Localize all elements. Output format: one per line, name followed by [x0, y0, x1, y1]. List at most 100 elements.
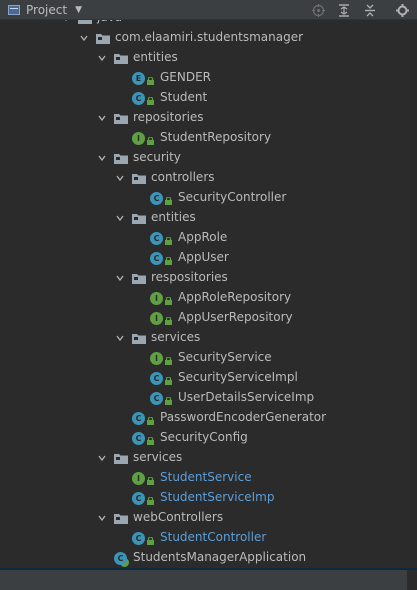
lock-icon [147, 134, 154, 145]
class-icon: C [132, 532, 145, 545]
tree-node-label: respositories [151, 270, 228, 284]
tree-item-label: SecurityController [178, 190, 287, 204]
package-icon [114, 113, 128, 124]
tree-item-interface[interactable]: I StudentRepository [0, 128, 417, 148]
class-icon: C [150, 252, 163, 265]
chevron-down-icon[interactable] [96, 512, 108, 524]
package-icon [132, 273, 146, 284]
tree-node-package[interactable]: com.elaamiri.studentsmanager [0, 28, 417, 48]
tree-item-label: AppRoleRepository [178, 290, 292, 304]
lock-icon [165, 254, 172, 265]
tree-item-label: StudentRepository [160, 130, 272, 144]
tree-node-label: services [151, 330, 201, 344]
class-icon: C [150, 392, 163, 405]
collapse-all-icon[interactable] [362, 2, 378, 18]
package-icon [114, 453, 128, 464]
tree-node-package[interactable]: services [0, 328, 417, 348]
lock-icon [165, 354, 172, 365]
chevron-down-icon[interactable] [60, 20, 72, 24]
tree-node-package[interactable]: services [0, 448, 417, 468]
tree-node-label: entities [133, 50, 178, 64]
lock-icon [147, 434, 154, 445]
chevron-down-icon[interactable] [96, 452, 108, 464]
spring-boot-app-icon: C [114, 552, 127, 565]
lock-icon [147, 474, 154, 485]
lock-icon [147, 74, 154, 85]
tree-item-interface[interactable]: I AppRoleRepository [0, 288, 417, 308]
package-icon [132, 213, 146, 224]
chevron-down-icon[interactable] [96, 52, 108, 64]
package-icon [96, 33, 110, 44]
tree-item-class[interactable]: C SecurityController [0, 188, 417, 208]
lock-icon [165, 294, 172, 305]
lock-icon [147, 94, 154, 105]
tree-item-interface[interactable]: I SecurityService [0, 348, 417, 368]
tree-item-label: StudentServiceImp [160, 490, 275, 504]
chevron-down-icon[interactable] [114, 172, 126, 184]
tree-item-label: UserDetailsServiceImp [178, 390, 315, 404]
tree-item-class[interactable]: C AppUser [0, 248, 417, 268]
tree-node-label: webControllers [133, 510, 224, 524]
target-icon[interactable] [310, 2, 326, 18]
chevron-down-icon[interactable] [96, 112, 108, 124]
project-panel-header: Project ▼ [0, 0, 417, 20]
expand-all-icon[interactable] [336, 2, 352, 18]
tree-node-package[interactable]: entities [0, 48, 417, 68]
horizontal-scrollbar[interactable] [0, 570, 407, 590]
interface-icon: I [150, 352, 163, 365]
tree-node-folder[interactable]: java [0, 20, 417, 28]
lock-icon [165, 314, 172, 325]
tree-node-package[interactable]: repositories [0, 108, 417, 128]
lock-icon [147, 534, 154, 545]
project-icon [8, 4, 20, 15]
lock-icon [165, 194, 172, 205]
interface-icon: I [150, 292, 163, 305]
tree-node-resources[interactable]: resources [0, 568, 417, 570]
class-icon: C [132, 432, 145, 445]
tree-item-label: AppUser [178, 250, 229, 264]
enum-icon: E [132, 72, 145, 85]
lock-icon [165, 374, 172, 385]
tree-node-label: java [97, 20, 122, 24]
class-icon: C [132, 412, 145, 425]
tree-item-label: StudentsManagerApplication [133, 550, 307, 564]
lock-icon [165, 234, 172, 245]
chevron-down-icon[interactable] [114, 272, 126, 284]
tree-node-package[interactable]: security [0, 148, 417, 168]
tree-node-label: entities [151, 210, 196, 224]
package-icon [114, 513, 128, 524]
tree-node-package[interactable]: entities [0, 208, 417, 228]
tree-item-label: SecurityService [178, 350, 272, 364]
tree-node-package[interactable]: controllers [0, 168, 417, 188]
tree-node-package[interactable]: webControllers [0, 508, 417, 528]
tree-node-package[interactable]: respositories [0, 268, 417, 288]
gear-icon[interactable] [394, 2, 410, 18]
panel-title[interactable]: Project [26, 2, 68, 17]
class-icon: C [132, 92, 145, 105]
package-icon [114, 153, 128, 164]
interface-icon: I [132, 132, 145, 145]
chevron-down-icon[interactable] [96, 152, 108, 164]
tree-item-class[interactable]: C UserDetailsServiceImp [0, 388, 417, 408]
tree-item-label: AppUserRepository [178, 310, 293, 324]
chevron-down-icon[interactable] [114, 332, 126, 344]
tree-item-app[interactable]: C StudentsManagerApplication [0, 548, 417, 568]
interface-icon: I [132, 472, 145, 485]
class-icon: C [150, 192, 163, 205]
package-icon [114, 53, 128, 64]
view-dropdown-caret-icon[interactable]: ▼ [75, 4, 82, 15]
tree-item-label: StudentService [160, 470, 252, 484]
chevron-down-icon[interactable] [114, 212, 126, 224]
chevron-down-icon[interactable] [78, 32, 90, 44]
tree-item-label: AppRole [178, 230, 228, 244]
tree-item-interface[interactable]: I StudentService [0, 468, 417, 488]
